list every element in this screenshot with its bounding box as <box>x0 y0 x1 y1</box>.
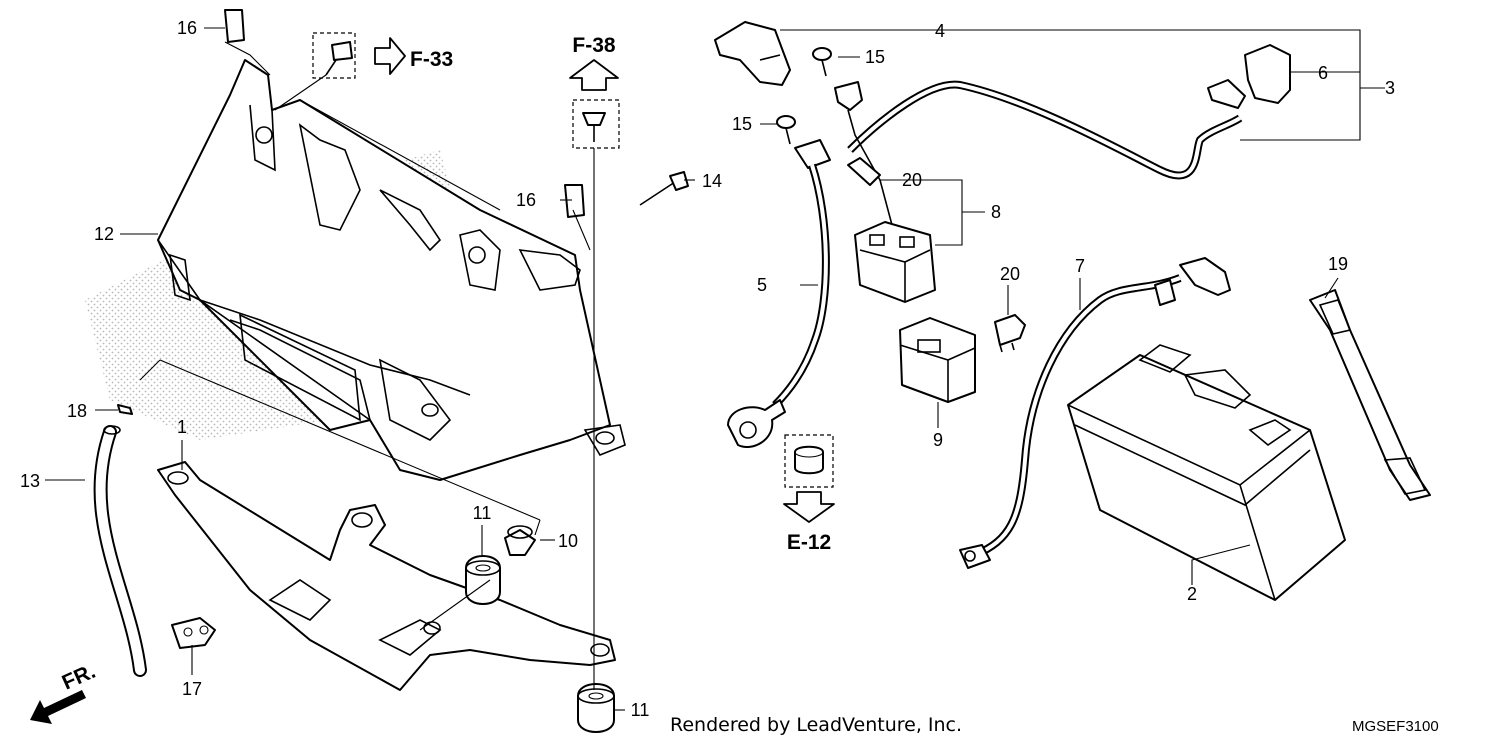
screw-f38[interactable] <box>572 99 620 149</box>
bolt-part-14[interactable] <box>639 171 689 206</box>
callout-14: 14 <box>702 171 722 191</box>
cable-part-5[interactable] <box>727 139 831 448</box>
fuse-part-20-upper[interactable] <box>847 157 881 186</box>
grommet-part-11-upper[interactable] <box>465 555 501 605</box>
arrow-f33 <box>374 37 406 75</box>
arrow-front <box>30 690 86 724</box>
callout-5: 5 <box>757 275 767 295</box>
bolt-f33[interactable] <box>312 32 356 79</box>
callout-3: 3 <box>1385 78 1395 98</box>
callout-20-lower: 20 <box>1000 264 1020 284</box>
arrow-f38 <box>569 59 619 91</box>
clip-part-16-top[interactable] <box>224 9 245 43</box>
ref-label-e12[interactable]: E-12 <box>787 531 831 554</box>
callout-9: 9 <box>933 430 943 450</box>
callout-13: 13 <box>20 471 40 491</box>
callout-17: 17 <box>182 679 202 699</box>
battery-part-2[interactable] <box>1067 344 1346 601</box>
callout-16-upper: 16 <box>177 18 197 38</box>
strap-part-19[interactable] <box>1309 289 1431 501</box>
callout-6: 6 <box>1318 63 1328 83</box>
arrow-e12 <box>783 491 835 523</box>
callout-2: 2 <box>1187 584 1197 604</box>
ref-label-f33[interactable]: F-33 <box>410 48 453 71</box>
battery-box-part-12[interactable] <box>157 59 626 481</box>
callout-15-lower: 15 <box>732 114 752 134</box>
callout-11-lower: 11 <box>631 700 650 720</box>
callout-20-upper: 20 <box>902 170 922 190</box>
clip-part-18[interactable] <box>117 404 133 415</box>
clip-part-16-mid[interactable] <box>564 184 585 218</box>
callout-8: 8 <box>991 202 1001 222</box>
callout-4: 4 <box>935 21 945 41</box>
fuse-box-part-9[interactable] <box>899 317 976 403</box>
ref-label-f38[interactable]: F-38 <box>572 34 616 57</box>
clamp-part-17[interactable] <box>171 617 216 649</box>
callout-18: 18 <box>67 401 87 421</box>
bolt-part-15-upper[interactable] <box>812 47 832 77</box>
grommet-e12[interactable] <box>784 434 834 488</box>
front-direction-label: FR. <box>59 660 99 695</box>
bolt-part-15-lower[interactable] <box>776 115 796 145</box>
grommet-part-11-lower[interactable] <box>577 683 615 733</box>
fuse-part-20-lower[interactable] <box>994 314 1026 353</box>
breather-tube-part-13[interactable] <box>93 425 147 677</box>
callout-1: 1 <box>177 417 187 437</box>
callout-11-upper: 11 <box>473 503 492 523</box>
callout-10: 10 <box>558 531 578 551</box>
cable-part-7[interactable] <box>959 257 1231 569</box>
callout-7: 7 <box>1075 256 1085 276</box>
collar-part-10[interactable] <box>504 525 536 556</box>
diagram-code: MGSEF3100 <box>1352 718 1439 735</box>
terminal-cover-part-6[interactable] <box>1207 44 1291 109</box>
rendered-by-credit: Rendered by LeadVenture, Inc. <box>670 714 962 736</box>
callout-16-lower: 16 <box>516 190 536 210</box>
relay-part-8[interactable] <box>854 221 936 303</box>
cable-part-4[interactable] <box>714 21 1243 226</box>
bracket-part-1[interactable] <box>157 461 616 691</box>
callout-15-upper: 15 <box>865 47 885 67</box>
callout-19: 19 <box>1328 254 1348 274</box>
callout-12: 12 <box>94 224 114 244</box>
